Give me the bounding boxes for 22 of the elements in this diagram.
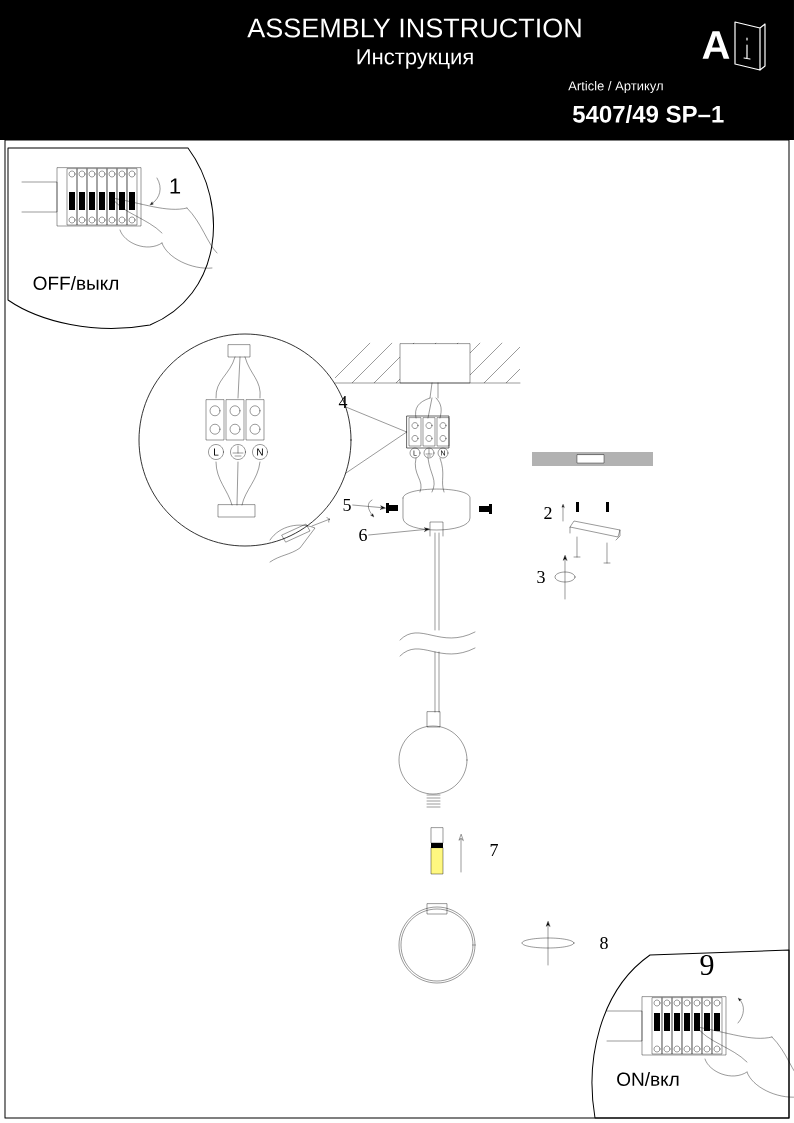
callout-number: 7 bbox=[490, 844, 498, 856]
leader-line bbox=[368, 527, 430, 536]
terminal-block bbox=[406, 415, 450, 449]
magnifier-circle bbox=[138, 333, 352, 547]
callout-number: 6 bbox=[359, 528, 367, 542]
subtitle: Инструкция bbox=[357, 49, 473, 69]
terminal-label: L bbox=[208, 444, 224, 460]
callout-number: 4 bbox=[338, 396, 348, 408]
terminal-label: N bbox=[252, 444, 268, 460]
on-step-panel: 9 ON/вкл bbox=[591, 949, 790, 1119]
cable-grip bbox=[429, 521, 444, 537]
article-number: 5407/49 SP–1 bbox=[572, 105, 724, 123]
callout-number: 5 bbox=[343, 499, 351, 511]
title: ASSEMBLY INSTRUCTION bbox=[247, 18, 581, 38]
magnifier-lines bbox=[346, 406, 407, 433]
leader-line bbox=[352, 504, 386, 510]
letter-mark: A bbox=[702, 31, 730, 59]
magnifier-lines bbox=[346, 431, 407, 474]
callout-number: 2 bbox=[544, 507, 552, 519]
off-step-panel: 1 OFF/выкл bbox=[7, 147, 214, 329]
callout-number: 3 bbox=[537, 570, 545, 584]
article-caption: Article / Артикул bbox=[568, 80, 663, 94]
